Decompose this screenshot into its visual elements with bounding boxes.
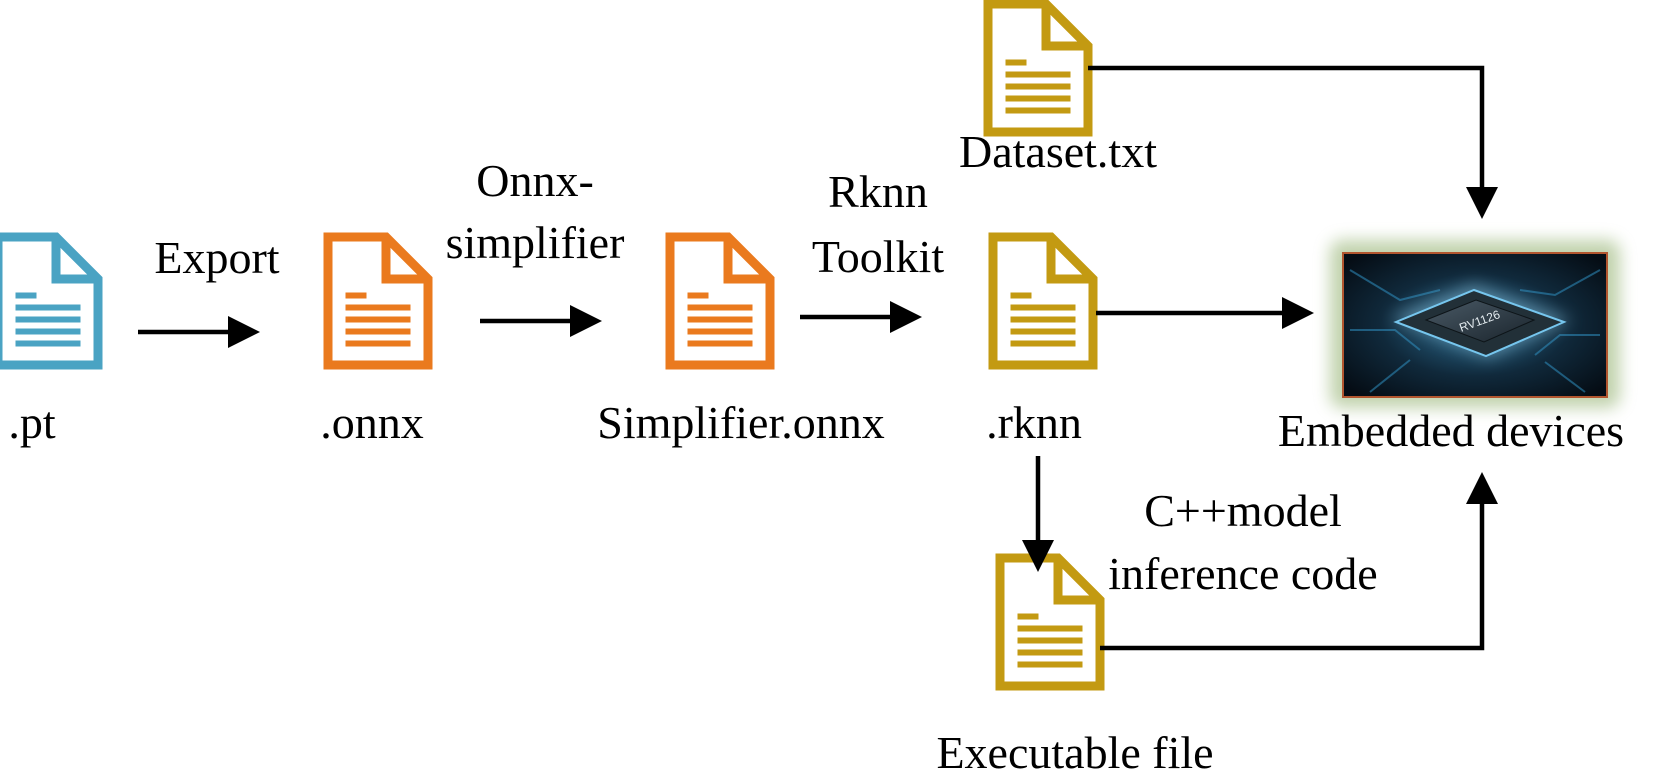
executable-file-label: Executable file — [936, 727, 1213, 770]
onnx-simplifier-step-label-line1: Onnx- — [476, 155, 594, 206]
cpp-inference-step-label-line1: C++model — [1144, 485, 1342, 536]
onnx-simplifier-arrow — [480, 305, 602, 337]
rknn-file-icon — [993, 237, 1093, 365]
pt-file-icon — [0, 237, 98, 365]
cpp-inference-step-label-line2: inference code — [1108, 548, 1377, 599]
embedded-devices-label: Embedded devices — [1278, 405, 1624, 456]
rknn-toolkit-step-label-line2: Toolkit — [812, 231, 944, 282]
executable-file-icon — [1000, 558, 1100, 686]
rknn-file-label: .rknn — [986, 397, 1082, 448]
rknn-to-executable-arrow — [1022, 456, 1054, 572]
executable-to-device-arrow — [1100, 472, 1498, 651]
onnx-file-icon — [328, 237, 428, 365]
onnx-file-label: .onnx — [320, 397, 424, 448]
export-step-label: Export — [154, 232, 279, 283]
embedded-chip-image: RV1126 — [1330, 240, 1620, 408]
rknn-to-device-arrow — [1096, 297, 1314, 329]
pt-file-label: .pt — [8, 397, 56, 448]
simplified-onnx-file-icon — [670, 237, 770, 365]
dataset-to-device-arrow — [1088, 65, 1498, 219]
rknn-toolkit-arrow — [800, 301, 922, 333]
rknn-toolkit-step-label-line1: Rknn — [828, 166, 928, 217]
dataset-file-icon — [988, 4, 1088, 132]
dataset-file-label: Dataset.txt — [959, 126, 1157, 177]
export-arrow — [138, 316, 260, 348]
onnx-simplifier-step-label-line2: simplifier — [446, 217, 625, 268]
simplified-onnx-file-label: Simplifier.onnx — [597, 397, 885, 448]
